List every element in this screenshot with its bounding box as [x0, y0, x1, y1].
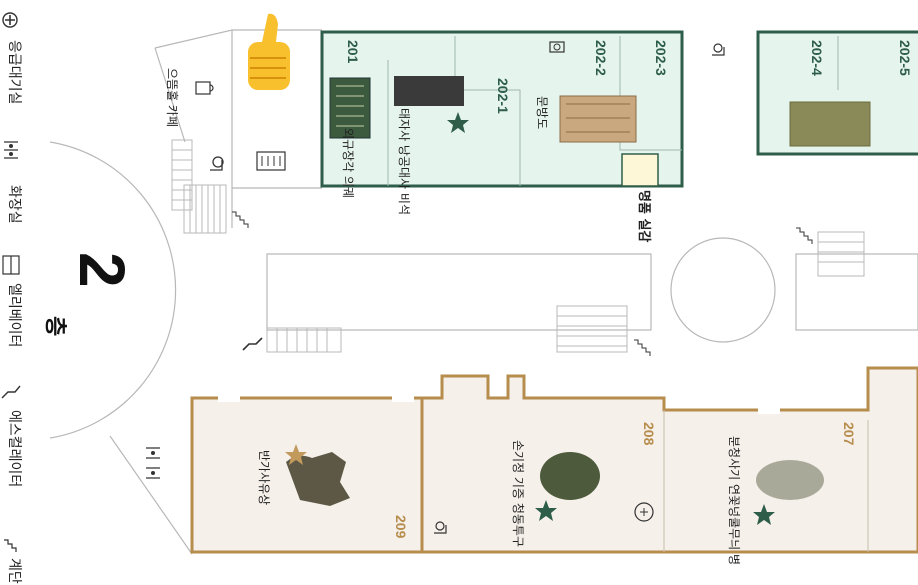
- accessible-icon: [712, 43, 725, 56]
- geumgyedo-image: [789, 101, 871, 147]
- thumbs-up-icon: [248, 13, 290, 90]
- nanggong-artifact[interactable]: 태자사 낭공대사 비석: [394, 76, 469, 215]
- uigwe-label: 외규장각 의궤: [341, 128, 355, 198]
- legend-label-elevator: 엘리베이터: [6, 283, 22, 347]
- bangasayusang-label: 반가사유상: [257, 450, 271, 505]
- stairs-corridor: [266, 227, 865, 356]
- legend: 응급대기실 화장실 엘리베이터 에스컬레이터: [1, 12, 22, 584]
- room-202-4-number: 202-4: [809, 40, 825, 76]
- star-icon: [447, 112, 469, 133]
- elevator-icon: [2, 255, 20, 275]
- legend-label-escalator: 에스컬레이터: [6, 410, 22, 487]
- room-201-number: 201: [345, 40, 361, 64]
- restroom-icon: [146, 447, 160, 479]
- room-202-5-number: 202-5: [897, 40, 913, 76]
- munbangdo-image: [559, 95, 637, 143]
- stairs-icon: [4, 539, 17, 552]
- bangasayusang-artifact[interactable]: 반가사유상: [257, 444, 350, 506]
- restroom-icon: [4, 141, 18, 159]
- room-207-number: 207: [841, 422, 857, 446]
- elevator-legend: 엘리베이터: [2, 255, 22, 347]
- helmet-image: [540, 452, 600, 500]
- uigwe-image: [329, 77, 371, 139]
- legend-label-emergency: 응급대기실: [6, 40, 22, 104]
- touch-icon: [634, 502, 654, 522]
- floor-number: 2: [66, 252, 138, 288]
- hall-202-4-5: 202-4 202-5: [756, 30, 918, 156]
- camera-icon: [549, 41, 565, 53]
- celadon-artifact[interactable]: 분청사기 연꽃넝쿨무늬 병: [727, 436, 824, 565]
- restroom-legend: 화장실: [4, 141, 22, 224]
- celadon-label: 분청사기 연꽃넝쿨무늬 병: [727, 436, 741, 565]
- star-icon: [753, 504, 775, 525]
- bangasayusang-image: [286, 452, 350, 506]
- emergency-cross-icon: [2, 12, 18, 28]
- room-202-2-number: 202-2: [593, 40, 609, 76]
- room-202-3-number: 202-3: [653, 40, 669, 76]
- elevator-icon: [256, 151, 286, 171]
- hall-201-202: 명품 실감 201 202-1 202-2 202-3 외규장각 의궤 태자사 …: [320, 30, 684, 242]
- escalator-legend: 에스컬레이터: [1, 385, 22, 487]
- munbangdo-artifact[interactable]: 문방도: [535, 95, 637, 143]
- masterpiece-room[interactable]: [621, 153, 659, 187]
- building-outline: [49, 29, 918, 555]
- celadon-image: [756, 460, 824, 500]
- room-209-number: 209: [393, 515, 409, 539]
- room-207-208-floor: [420, 366, 918, 554]
- emergency-room-legend: 응급대기실: [2, 12, 22, 104]
- room-208-number: 208: [641, 422, 657, 446]
- legend-label-stairs: 계단: [6, 558, 22, 584]
- helmet-artifact[interactable]: 손기정 기증 청동투구: [511, 440, 600, 547]
- helmet-label: 손기정 기증 청동투구: [511, 440, 525, 547]
- escalator-icon: [242, 337, 263, 351]
- nanggong-label: 태자사 낭공대사 비석: [397, 108, 411, 215]
- star-icon: [285, 444, 307, 465]
- nanggong-image: [394, 76, 464, 106]
- room-202-1-number: 202-1: [495, 78, 511, 114]
- hall-207-209: 209 208 207 반가사유상 손기정 기증 청동투구 분청사기 연꽃넝쿨무…: [190, 366, 918, 565]
- legend-label-restroom: 화장실: [6, 185, 22, 224]
- uigwe-artifact[interactable]: 외규장각 의궤: [329, 77, 371, 198]
- star-icon: [535, 500, 557, 521]
- cafe: 으뜸홀 카페: [165, 68, 214, 127]
- floor-indicator: 2 층: [42, 252, 138, 336]
- escalator-icon: [1, 385, 21, 399]
- cafe-cup-icon: [195, 81, 214, 95]
- munbangdo-label: 문방도: [535, 96, 549, 129]
- geumgyedo-artifact[interactable]: [789, 101, 871, 147]
- floor-suffix: 층: [42, 316, 67, 336]
- masterpiece-room-label: 명품 실감: [636, 190, 652, 242]
- cafe-label: 으뜸홀 카페: [165, 68, 179, 127]
- accessible-icon: [210, 156, 224, 171]
- accessible-icon: [434, 521, 447, 534]
- stairs-legend: 계단: [4, 539, 22, 584]
- stairs-cafe: [171, 139, 249, 234]
